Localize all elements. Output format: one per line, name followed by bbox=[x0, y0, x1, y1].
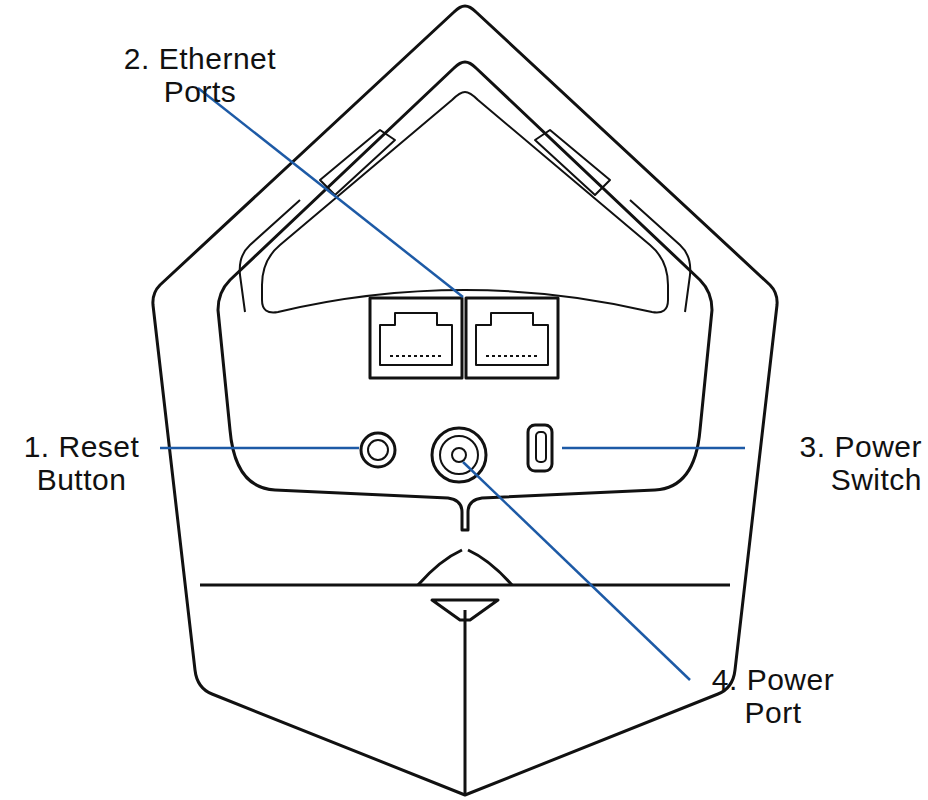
reset-button bbox=[361, 433, 395, 467]
part-label: 1. Reset Button bbox=[4, 430, 159, 496]
inner-shadow-right bbox=[630, 200, 690, 312]
ethernet-port bbox=[370, 298, 462, 378]
inner-panel bbox=[262, 92, 668, 313]
inner-shadow-left bbox=[240, 200, 300, 312]
chin-notch bbox=[418, 584, 512, 587]
recess-outline bbox=[218, 62, 712, 530]
chin-edge bbox=[200, 584, 730, 587]
inner-vent-right bbox=[535, 130, 610, 195]
leader-line bbox=[160, 447, 359, 450]
part-label: 4. Power Port bbox=[693, 663, 853, 729]
ethernet-port bbox=[466, 298, 558, 378]
notch-hole bbox=[432, 600, 498, 620]
power-port bbox=[432, 428, 486, 482]
front-corner-edge bbox=[464, 610, 467, 795]
part-label: 2. Ethernet Ports bbox=[100, 42, 300, 108]
housing-outline bbox=[153, 6, 777, 795]
leader-line bbox=[463, 462, 690, 680]
chin-slot bbox=[418, 550, 512, 585]
power-switch bbox=[528, 425, 552, 471]
inner-vent-left bbox=[320, 130, 395, 195]
part-label: 3. Power Switch bbox=[752, 430, 922, 496]
leader-line bbox=[562, 447, 745, 450]
leader-line bbox=[198, 88, 463, 297]
